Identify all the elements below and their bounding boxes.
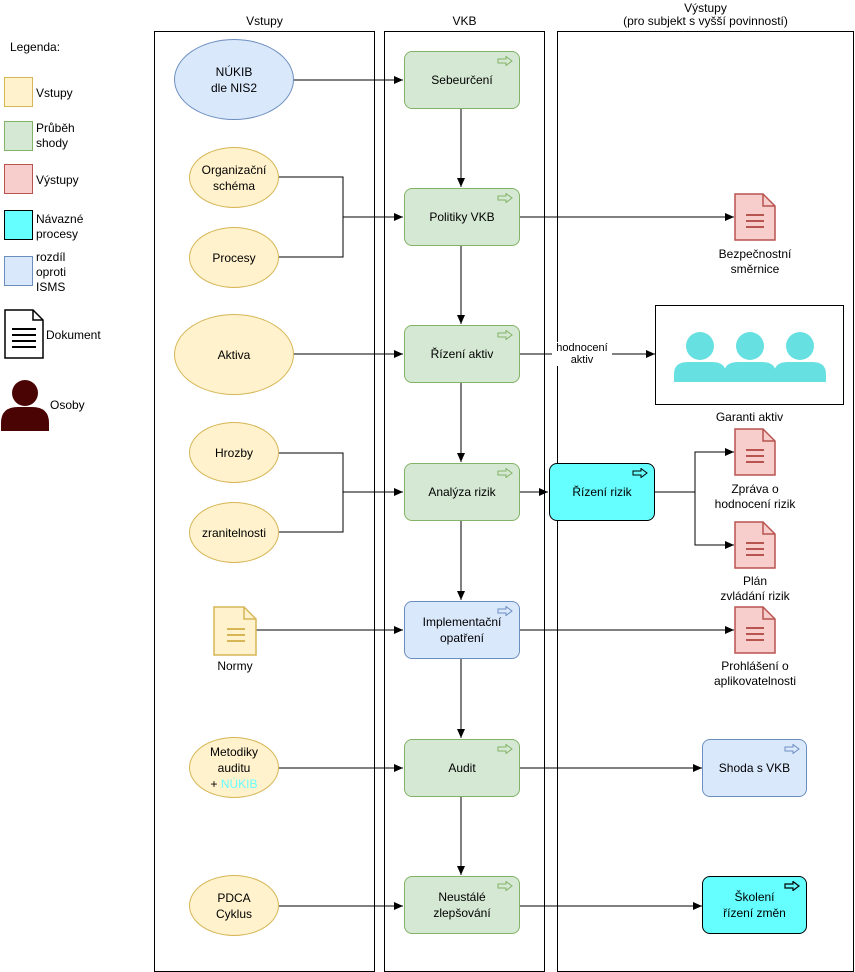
- legend-swatch-diff: [4, 256, 33, 286]
- step-implementace: Implementační opatření: [404, 601, 520, 659]
- step-analyza-label: Analýza rizik: [428, 485, 496, 499]
- step-zlepsovani: Neustálé zlepšování: [404, 876, 520, 934]
- legend-label-followup: Návazné procesy: [36, 212, 84, 241]
- process-arrow-icon: [497, 744, 513, 754]
- legend-label-person: Osoby: [50, 398, 85, 412]
- input-org-schema: Organizační schéma: [189, 147, 279, 208]
- process-arrow-icon: [497, 56, 513, 66]
- process-arrow-icon: [497, 468, 513, 478]
- step-zlepsovani-label: Neustálé zlepšování: [433, 890, 491, 920]
- output-prohlaseni-label: Prohlášení o aplikovatelnosti: [713, 659, 797, 688]
- legend-label-inputs: Vstupy: [36, 86, 73, 100]
- metodiky-plus: +: [210, 776, 221, 791]
- legend-label-diff: rozdíl oproti ISMS: [36, 250, 67, 294]
- legend-label-outputs: Výstupy: [36, 173, 79, 187]
- input-zranitelnosti: zranitelnosti: [189, 502, 279, 563]
- edge-hrozby-analyza: [279, 452, 403, 496]
- legend-label-document: Dokument: [46, 328, 101, 342]
- edge-rizenirizik-plan: [654, 491, 734, 549]
- output-plan-label: Plán zvládání rizik: [720, 574, 790, 603]
- step-politiky: Politiky VKB: [404, 188, 520, 246]
- legend-swatch-followup: [4, 210, 33, 240]
- legend-title: Legenda:: [10, 40, 61, 54]
- followup-skoleni: Školení řízení změn: [702, 876, 807, 934]
- rizeni-rizik-label: Řízení rizik: [572, 485, 632, 499]
- legend-swatch-outputs: [4, 164, 33, 194]
- process-arrow-icon: [784, 744, 800, 754]
- metodiky-nukib: NÚKIB: [220, 776, 258, 791]
- step-audit-label: Audit: [448, 761, 476, 775]
- input-aktiva: Aktiva: [174, 314, 294, 395]
- document-icon: [4, 309, 44, 359]
- legend-swatch-inputs: [4, 77, 33, 107]
- person-icon: [1, 380, 49, 431]
- lane-title-outputs: Výstupy (pro subjekt s vyšší povinností): [623, 1, 788, 28]
- metodiky-label: Metodiky auditu: [209, 744, 259, 775]
- process-arrow-icon: [497, 881, 513, 891]
- step-rizeni-aktiv: Řízení aktiv: [404, 325, 520, 383]
- input-metodiky: Metodiky auditu + NÚKIB: [189, 737, 279, 798]
- step-rizeni-aktiv-label: Řízení aktiv: [430, 347, 494, 361]
- prohlaseni-document-icon: [734, 606, 776, 654]
- input-pdca: PDCA Cyklus: [189, 875, 279, 936]
- legend-label-progress: Průběh shody: [36, 121, 75, 150]
- edge-procesy-politiky: [279, 217, 344, 258]
- edge-org-politiky: [279, 176, 403, 221]
- step-implementace-label: Implementační opatření: [422, 615, 502, 645]
- output-shoda-vkb: Shoda s VKB: [702, 739, 807, 797]
- metodiky-plus-line: + NÚKIB: [210, 776, 257, 792]
- legend-swatch-progress: [4, 121, 33, 151]
- edge-zranitelnosti-analyza: [279, 492, 344, 533]
- skoleni-label: Školení řízení změn: [723, 890, 786, 920]
- output-smernice-label: Bezpečnostní směrnice: [718, 247, 792, 276]
- step-sebeurceni-label: Sebeurčení: [431, 73, 493, 87]
- followup-rizeni-rizik: Řízení rizik: [549, 463, 655, 521]
- process-arrow-icon: [632, 468, 648, 478]
- step-analyza-rizik: Analýza rizik: [404, 463, 520, 521]
- process-arrow-icon: [497, 193, 513, 203]
- input-normy-label: Normy: [217, 659, 253, 673]
- shoda-label: Shoda s VKB: [718, 761, 791, 775]
- lane-title-vkb: VKB: [452, 14, 477, 28]
- group-icon: [674, 332, 826, 382]
- zprava-document-icon: [734, 428, 776, 476]
- input-nukib: NÚKIB dle NIS2: [174, 39, 294, 120]
- output-zprava-label: Zpráva o hodnocení rizik: [714, 482, 796, 511]
- step-sebeurceni: Sebeurčení: [404, 51, 520, 109]
- input-hrozby: Hrozby: [189, 422, 279, 483]
- garanti-aktiv-box: [655, 305, 844, 405]
- hodnoceni-aktiv-label: hodnocení aktiv: [552, 342, 612, 366]
- input-procesy: Procesy: [189, 227, 279, 288]
- plan-document-icon: [734, 521, 776, 569]
- step-politiky-label: Politiky VKB: [429, 210, 495, 224]
- lane-title-inputs: Vstupy: [246, 14, 283, 28]
- smernice-document-icon: [734, 193, 776, 241]
- process-arrow-icon: [497, 330, 513, 340]
- normy-document-icon: [213, 606, 257, 656]
- output-garanti-label: Garanti aktiv: [715, 410, 784, 424]
- process-arrow-icon: [497, 606, 513, 616]
- step-audit: Audit: [404, 739, 520, 797]
- process-arrow-icon: [784, 881, 800, 891]
